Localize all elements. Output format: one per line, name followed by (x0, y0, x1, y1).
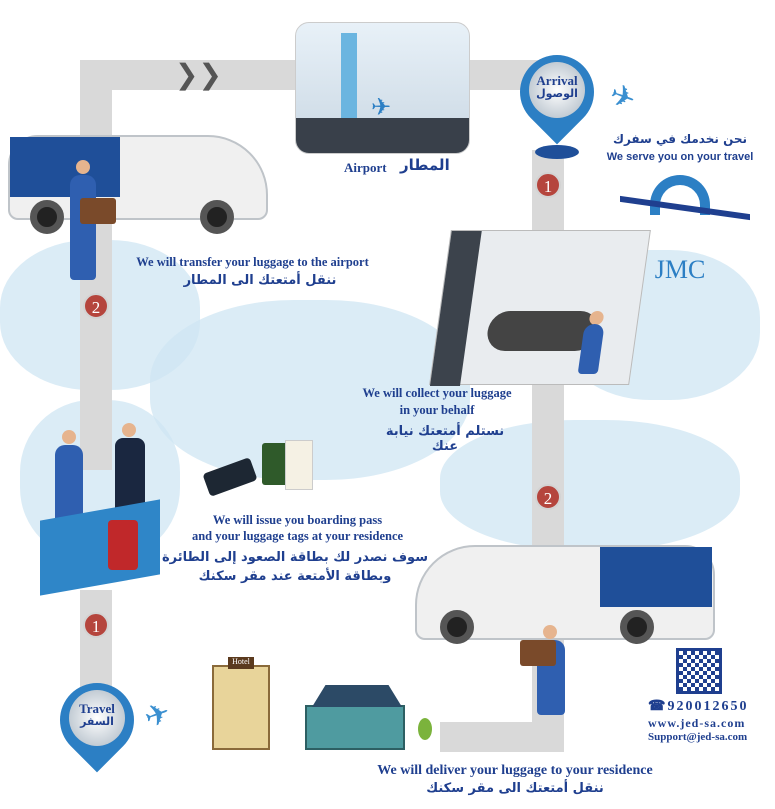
step-number: 2 (83, 293, 109, 319)
house-illustration (305, 705, 405, 750)
tagline-ar: نحن نخدمك في سفرك (612, 132, 748, 146)
step-1-caption-en: We will collect your luggage in your beh… (362, 386, 512, 417)
step-1-caption-ar: نستلم أمتعتك نيابة عنك (385, 424, 505, 454)
arrival-label-en: Arrival (536, 73, 578, 88)
boarding-pass-icon (285, 440, 313, 490)
airport-label-en: Airport (344, 160, 387, 175)
travel-label-en: Travel (79, 701, 115, 716)
path-rail (440, 722, 564, 752)
airplane-icon: ✈ (605, 77, 641, 118)
house-roof (312, 685, 402, 707)
travel-label-ar: السفر (80, 715, 114, 729)
phone-number: 920012650 (667, 699, 749, 714)
website-link[interactable]: www.jed-sa.com (648, 716, 746, 730)
tagline-en: We serve you on your travel (606, 151, 754, 163)
step-number: 1 (535, 172, 561, 198)
chevron-right-icon: ❯❯ (175, 58, 222, 91)
step-number: 1 (83, 612, 109, 638)
airport-label-ar: المطار (400, 156, 450, 174)
hotel-illustration: Hotel (212, 657, 270, 750)
baggage-claim-illustration (429, 230, 651, 386)
email-link[interactable]: Support@jed-sa.com (648, 731, 748, 743)
jmc-logo-text: JMC (654, 255, 706, 284)
step-1-caption-ar-line1: سوف نصدر لك بطاقة الصعود إلى الطائرة (161, 550, 428, 565)
airplane-icon: ✈ (371, 95, 392, 121)
step-1-caption-ar-line2: وبطاقة الأمتعة عند مقر سكنك (198, 569, 392, 584)
jmc-logo (650, 175, 710, 215)
qr-code (676, 648, 722, 694)
step-2-caption-ar: ننقل أمتعتك الى المطار (183, 273, 337, 288)
tree-icon (418, 718, 432, 740)
step-1-caption-en-line1: We will issue you boarding pass (212, 513, 383, 527)
step-2-caption-en: We will transfer your luggage to the air… (136, 255, 369, 269)
step-number: 2 (535, 484, 561, 510)
step-2-deliver-caption-en: We will deliver your luggage to your res… (377, 763, 653, 778)
contact-phone: ☎920012650 (648, 698, 748, 715)
airport-illustration: ✈ (295, 22, 470, 154)
airplane-icon: ✈ (140, 695, 176, 736)
path-rail (80, 60, 300, 90)
world-map (440, 420, 740, 550)
step-1-caption-en-line2: and your luggage tags at your residence (191, 529, 404, 543)
step-2-deliver-caption-ar: ننقل أمتعتك الى مقر سكنك (426, 781, 604, 796)
hotel-sign: Hotel (228, 657, 254, 669)
phone-icon: ☎ (648, 699, 668, 714)
arrival-label-ar: الوصول (536, 87, 578, 101)
